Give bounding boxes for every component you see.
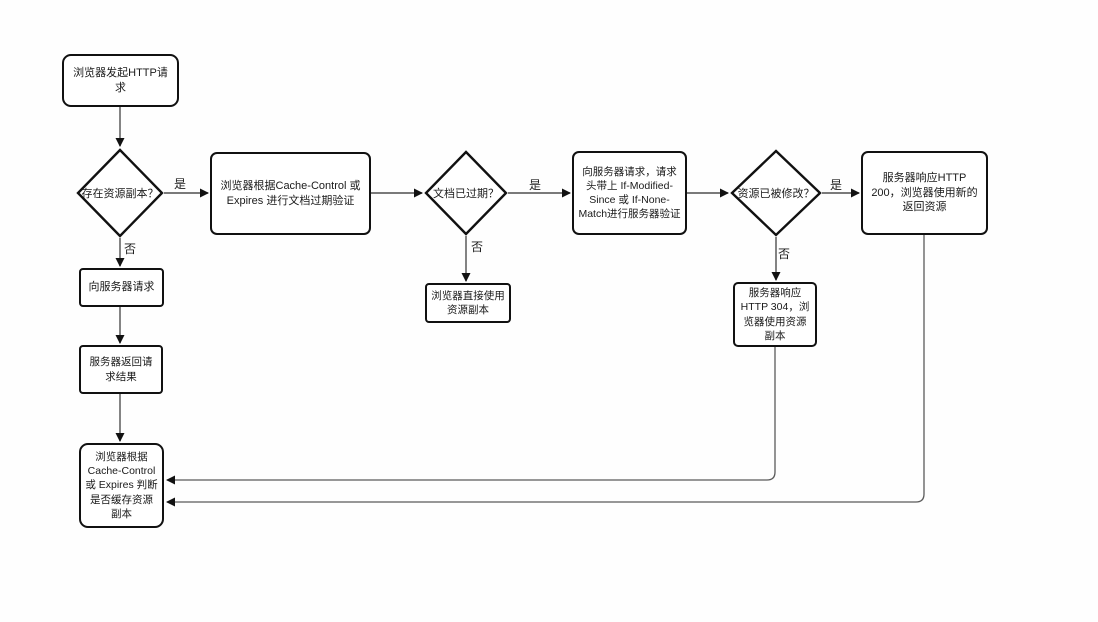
diamond-shape — [424, 150, 508, 236]
node-expiry-validation: 浏览器根据Cache-Control 或 Expires 进行文档过期验证 — [210, 152, 371, 235]
node-resource-modified: 资源已被修改？ — [730, 149, 822, 237]
edge-label-expired-yes: 是 — [529, 178, 542, 192]
node-conditional-request: 向服务器请求，请求头带上 If-Modified-Since 或 If-None… — [572, 151, 687, 235]
node-resource-modified-label: 资源已被修改？ — [737, 188, 815, 200]
connector-304-to-cachedecision — [166, 347, 776, 485]
connector-200-to-cachedecision — [166, 235, 925, 507]
node-conditional-request-label: 向服务器请求，请求头带上 If-Modified-Since 或 If-None… — [578, 165, 681, 221]
node-expiry-validation-label: 浏览器根据Cache-Control 或 Expires 进行文档过期验证 — [220, 179, 361, 207]
node-start-label: 浏览器发起HTTP请求 — [73, 66, 168, 94]
edge-label-modified-yes: 是 — [830, 178, 843, 192]
node-doc-expired-label: 文档已过期？ — [433, 188, 499, 200]
node-request-server: 向服务器请求 — [79, 268, 164, 307]
node-server-result: 服务器返回请求结果 — [79, 345, 163, 394]
diamond-shape — [730, 149, 822, 237]
edge-label-hascopy-yes: 是 — [174, 177, 187, 191]
node-http-304: 服务器响应HTTP 304，浏览器使用资源副本 — [733, 282, 817, 347]
node-start: 浏览器发起HTTP请求 — [62, 54, 179, 107]
node-http-304-label: 服务器响应HTTP 304，浏览器使用资源副本 — [740, 287, 810, 342]
node-http-200: 服务器响应HTTP 200，浏览器使用新的返回资源 — [861, 151, 988, 235]
node-use-copy-label: 浏览器直接使用资源副本 — [431, 289, 505, 316]
edge-label-expired-no: 否 — [471, 240, 484, 254]
node-server-result-label: 服务器返回请求结果 — [89, 356, 153, 383]
node-cache-decision: 浏览器根据Cache-Control 或 Expires 判断是否缓存资源副本 — [79, 443, 164, 528]
node-http-200-label: 服务器响应HTTP 200，浏览器使用新的返回资源 — [871, 171, 978, 214]
node-cache-decision-label: 浏览器根据Cache-Control 或 Expires 判断是否缓存资源副本 — [85, 451, 158, 520]
edge-label-modified-no: 否 — [778, 247, 791, 261]
edge-label-hascopy-no: 否 — [124, 242, 137, 256]
node-has-copy-label: 存在资源副本？ — [81, 188, 159, 200]
node-request-server-label: 向服务器请求 — [88, 281, 155, 294]
diamond-shape — [76, 148, 164, 238]
node-has-copy: 存在资源副本？ — [76, 148, 164, 238]
node-use-copy: 浏览器直接使用资源副本 — [425, 283, 511, 323]
node-doc-expired: 文档已过期？ — [424, 150, 508, 236]
